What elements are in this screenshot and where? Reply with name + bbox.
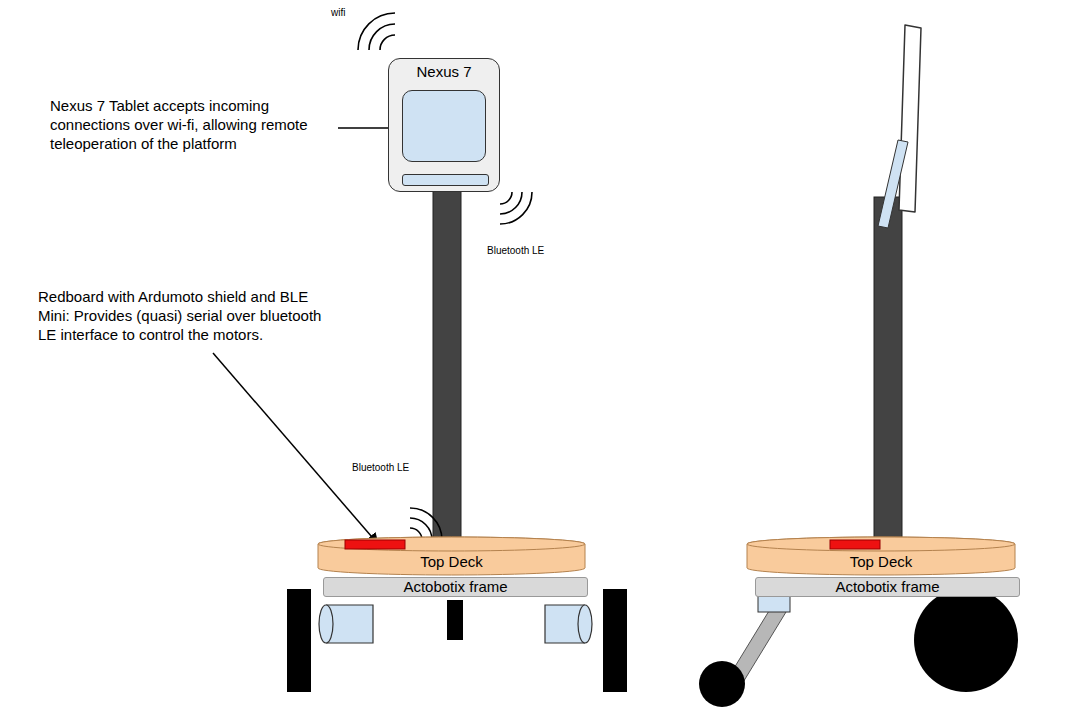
annotation-note: Nexus 7 Tablet accepts incoming connecti… — [50, 96, 322, 153]
controller-board — [345, 540, 405, 549]
mast-pole — [874, 197, 902, 540]
controller-board — [830, 540, 880, 549]
bluetooth-waves — [410, 508, 442, 540]
node-label: Actobotix frame — [756, 578, 1019, 596]
signal-label: Bluetooth LE — [352, 461, 442, 474]
caster-wheel — [699, 661, 745, 707]
tablet-device: Nexus 7 — [388, 58, 500, 192]
wifi-label: wifi — [331, 6, 391, 19]
top-deck: Top Deck — [747, 537, 1015, 575]
node-label: Nexus 7 — [389, 63, 499, 80]
caster-wheel — [447, 600, 463, 640]
wifi-waves — [358, 13, 395, 50]
deck-body — [747, 537, 1015, 575]
frame-bar: Actobotix frame — [755, 577, 1020, 597]
annotation-note: Redboard with Ardumoto shield and BLE Mi… — [38, 287, 343, 344]
drive-wheel — [914, 588, 1018, 692]
top-deck: Top Deck — [318, 537, 585, 575]
caster-mount — [758, 596, 790, 612]
deck-top — [318, 537, 585, 551]
node-label: Actobotix frame — [324, 578, 587, 596]
signal-label: Bluetooth LE — [487, 244, 577, 257]
node-label: Top Deck — [318, 553, 585, 570]
leader-arrow — [213, 353, 378, 544]
motor — [545, 605, 592, 643]
tablet-bar — [402, 174, 489, 186]
mast-pole — [433, 188, 461, 540]
wheel — [287, 589, 311, 692]
wheel — [603, 589, 627, 692]
deck-body — [318, 537, 585, 575]
frame-bar: Actobotix frame — [323, 577, 588, 597]
node-label: Top Deck — [747, 553, 1015, 570]
bluetooth-waves — [500, 192, 532, 224]
tablet-stand — [878, 140, 908, 228]
deck-top — [747, 537, 1015, 551]
tablet-screen — [402, 90, 486, 162]
motor — [319, 605, 373, 643]
tablet-side — [899, 25, 921, 212]
